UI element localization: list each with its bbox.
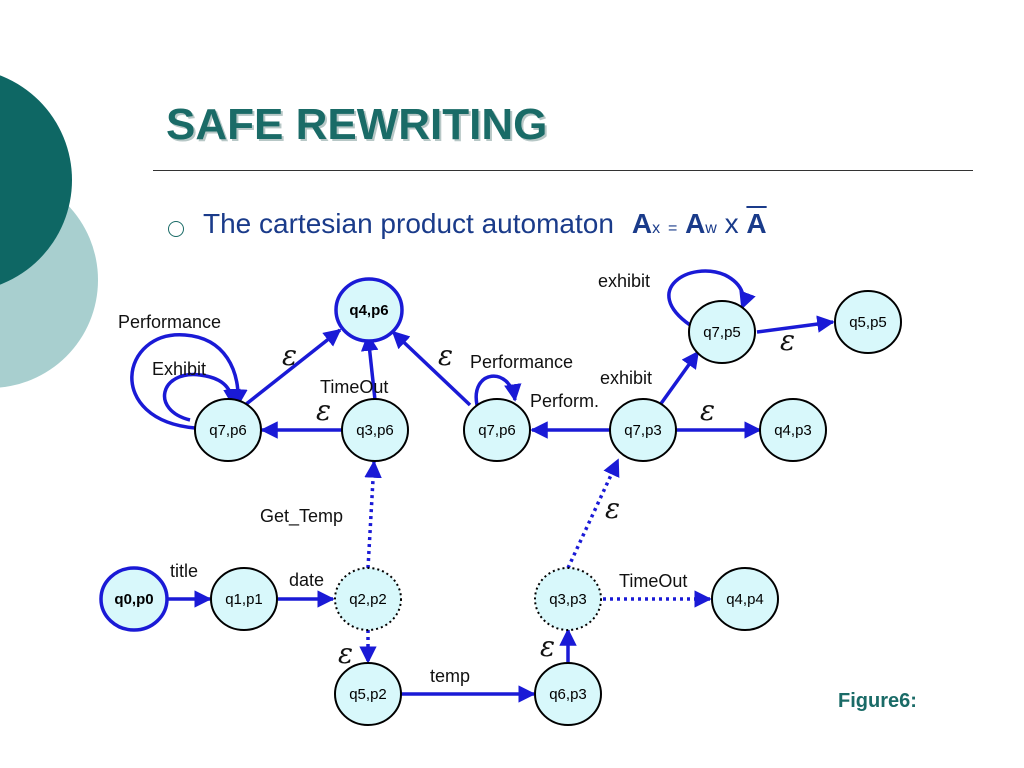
edge-q7p6-q4p6 <box>243 328 342 407</box>
epsilon-label: ε <box>282 339 297 372</box>
edge-q7p6mid-q4p6 <box>391 330 472 407</box>
state-circle <box>99 566 169 632</box>
formula-a2: A <box>685 208 706 239</box>
figure-caption: Figure6: <box>838 690 917 712</box>
edge-loop-performance <box>130 333 248 430</box>
edge-loop-exhibit <box>162 372 241 422</box>
state-circle <box>759 398 827 462</box>
edge-loop-exhibit-top <box>667 269 756 327</box>
state-circle <box>210 567 278 631</box>
state-label: q4,p4 <box>726 591 764 608</box>
epsilon-label: ε <box>700 394 715 427</box>
dotted-edges <box>359 458 712 664</box>
state-node: q0,p0 <box>99 566 169 632</box>
transition-label: Performance <box>470 352 573 372</box>
state-circle <box>194 398 262 462</box>
decorative-circles <box>0 75 98 388</box>
state-label: q4,p6 <box>349 302 388 319</box>
transition-label: title <box>170 561 198 581</box>
edges <box>130 269 835 703</box>
edge-q3p3-q7p3 <box>566 458 620 569</box>
state-node: q4,p3 <box>759 398 827 462</box>
state-label: q2,p2 <box>349 591 387 608</box>
edge-q7p3-q7p5 <box>658 350 700 407</box>
state-label: q7,p3 <box>624 422 662 439</box>
state-node: q2,p2 <box>334 567 402 631</box>
edge-q3p6-q4p6 <box>360 333 379 401</box>
transition-label: date <box>289 570 324 590</box>
state-label: q4,p3 <box>774 422 812 439</box>
formula-a-complement: A <box>746 208 767 239</box>
edge-q2p2-q3p6 <box>364 460 382 569</box>
state-circle <box>711 567 779 631</box>
transition-label: Perform. <box>530 391 599 411</box>
bullet-icon <box>168 221 184 237</box>
state-label: q5,p2 <box>349 686 387 703</box>
bullet-text: The cartesian product automaton Ax = Aw x… <box>203 208 767 240</box>
formula-sub1: x <box>652 220 661 237</box>
state-label: q7,p6 <box>209 422 247 439</box>
state-circle <box>341 398 409 462</box>
epsilon-label: ε <box>316 394 331 427</box>
state-circle <box>834 290 902 354</box>
state-label: q7,p6 <box>478 422 516 439</box>
state-label: q3,p6 <box>356 422 394 439</box>
formula-times: x <box>724 208 739 239</box>
state-label: q5,p5 <box>849 314 887 331</box>
transition-label: Performance <box>118 312 221 332</box>
transition-label: Get_Temp <box>260 506 343 527</box>
epsilon-label: ε <box>438 339 453 372</box>
state-label: q1,p1 <box>225 591 263 608</box>
state-circle <box>609 398 677 462</box>
edge-q7p5-q5p5 <box>756 315 835 334</box>
transition-label: TimeOut <box>619 571 687 591</box>
state-node: q7,p5 <box>688 300 756 364</box>
state-node: q5,p5 <box>834 290 902 354</box>
page-title: SAFE REWRITING <box>166 100 548 149</box>
state-label: q6,p3 <box>549 686 587 703</box>
transition-label: TimeOut <box>320 377 388 397</box>
state-node: q7,p6 <box>194 398 262 462</box>
state-label: q7,p5 <box>703 324 741 341</box>
edge-loop-performance-mid <box>474 374 522 406</box>
formula-equals: = <box>667 220 678 237</box>
state-node: q4,p6 <box>334 277 404 343</box>
state-node: q3,p3 <box>534 567 602 631</box>
state-label: q0,p0 <box>114 591 153 608</box>
transition-label: temp <box>430 666 470 686</box>
epsilon-label: ε <box>780 324 795 357</box>
bullet-label: The cartesian product automaton <box>203 208 614 239</box>
state-circle <box>334 662 402 726</box>
epsilon-label: ε <box>338 637 353 670</box>
transition-label: Exhibit <box>152 359 206 379</box>
state-node: q5,p2 <box>334 662 402 726</box>
state-circle <box>688 300 756 364</box>
state-circle <box>463 398 531 462</box>
state-node: q4,p4 <box>711 567 779 631</box>
formula-a1: A <box>631 208 653 239</box>
title-divider <box>153 170 973 171</box>
epsilon-label: ε <box>605 492 620 525</box>
nodes: q4,p6 q7,p6 q3,p6 q7,p6 q7,p3 q4,p3 q7,p5 q5,p5… <box>99 277 902 726</box>
formula-sub2: w <box>705 220 717 237</box>
epsilon-label: ε <box>540 630 555 663</box>
state-node: q3,p6 <box>341 398 409 462</box>
state-circle <box>534 567 602 631</box>
state-circle <box>534 662 602 726</box>
state-circle <box>334 277 404 343</box>
state-node: q1,p1 <box>210 567 278 631</box>
state-node: q7,p6 <box>463 398 531 462</box>
state-node: q6,p3 <box>534 662 602 726</box>
transition-label: exhibit <box>598 271 650 291</box>
state-node: q7,p3 <box>609 398 677 462</box>
state-label: q3,p3 <box>549 591 587 608</box>
transition-label: exhibit <box>600 368 652 388</box>
state-circle <box>334 567 402 631</box>
